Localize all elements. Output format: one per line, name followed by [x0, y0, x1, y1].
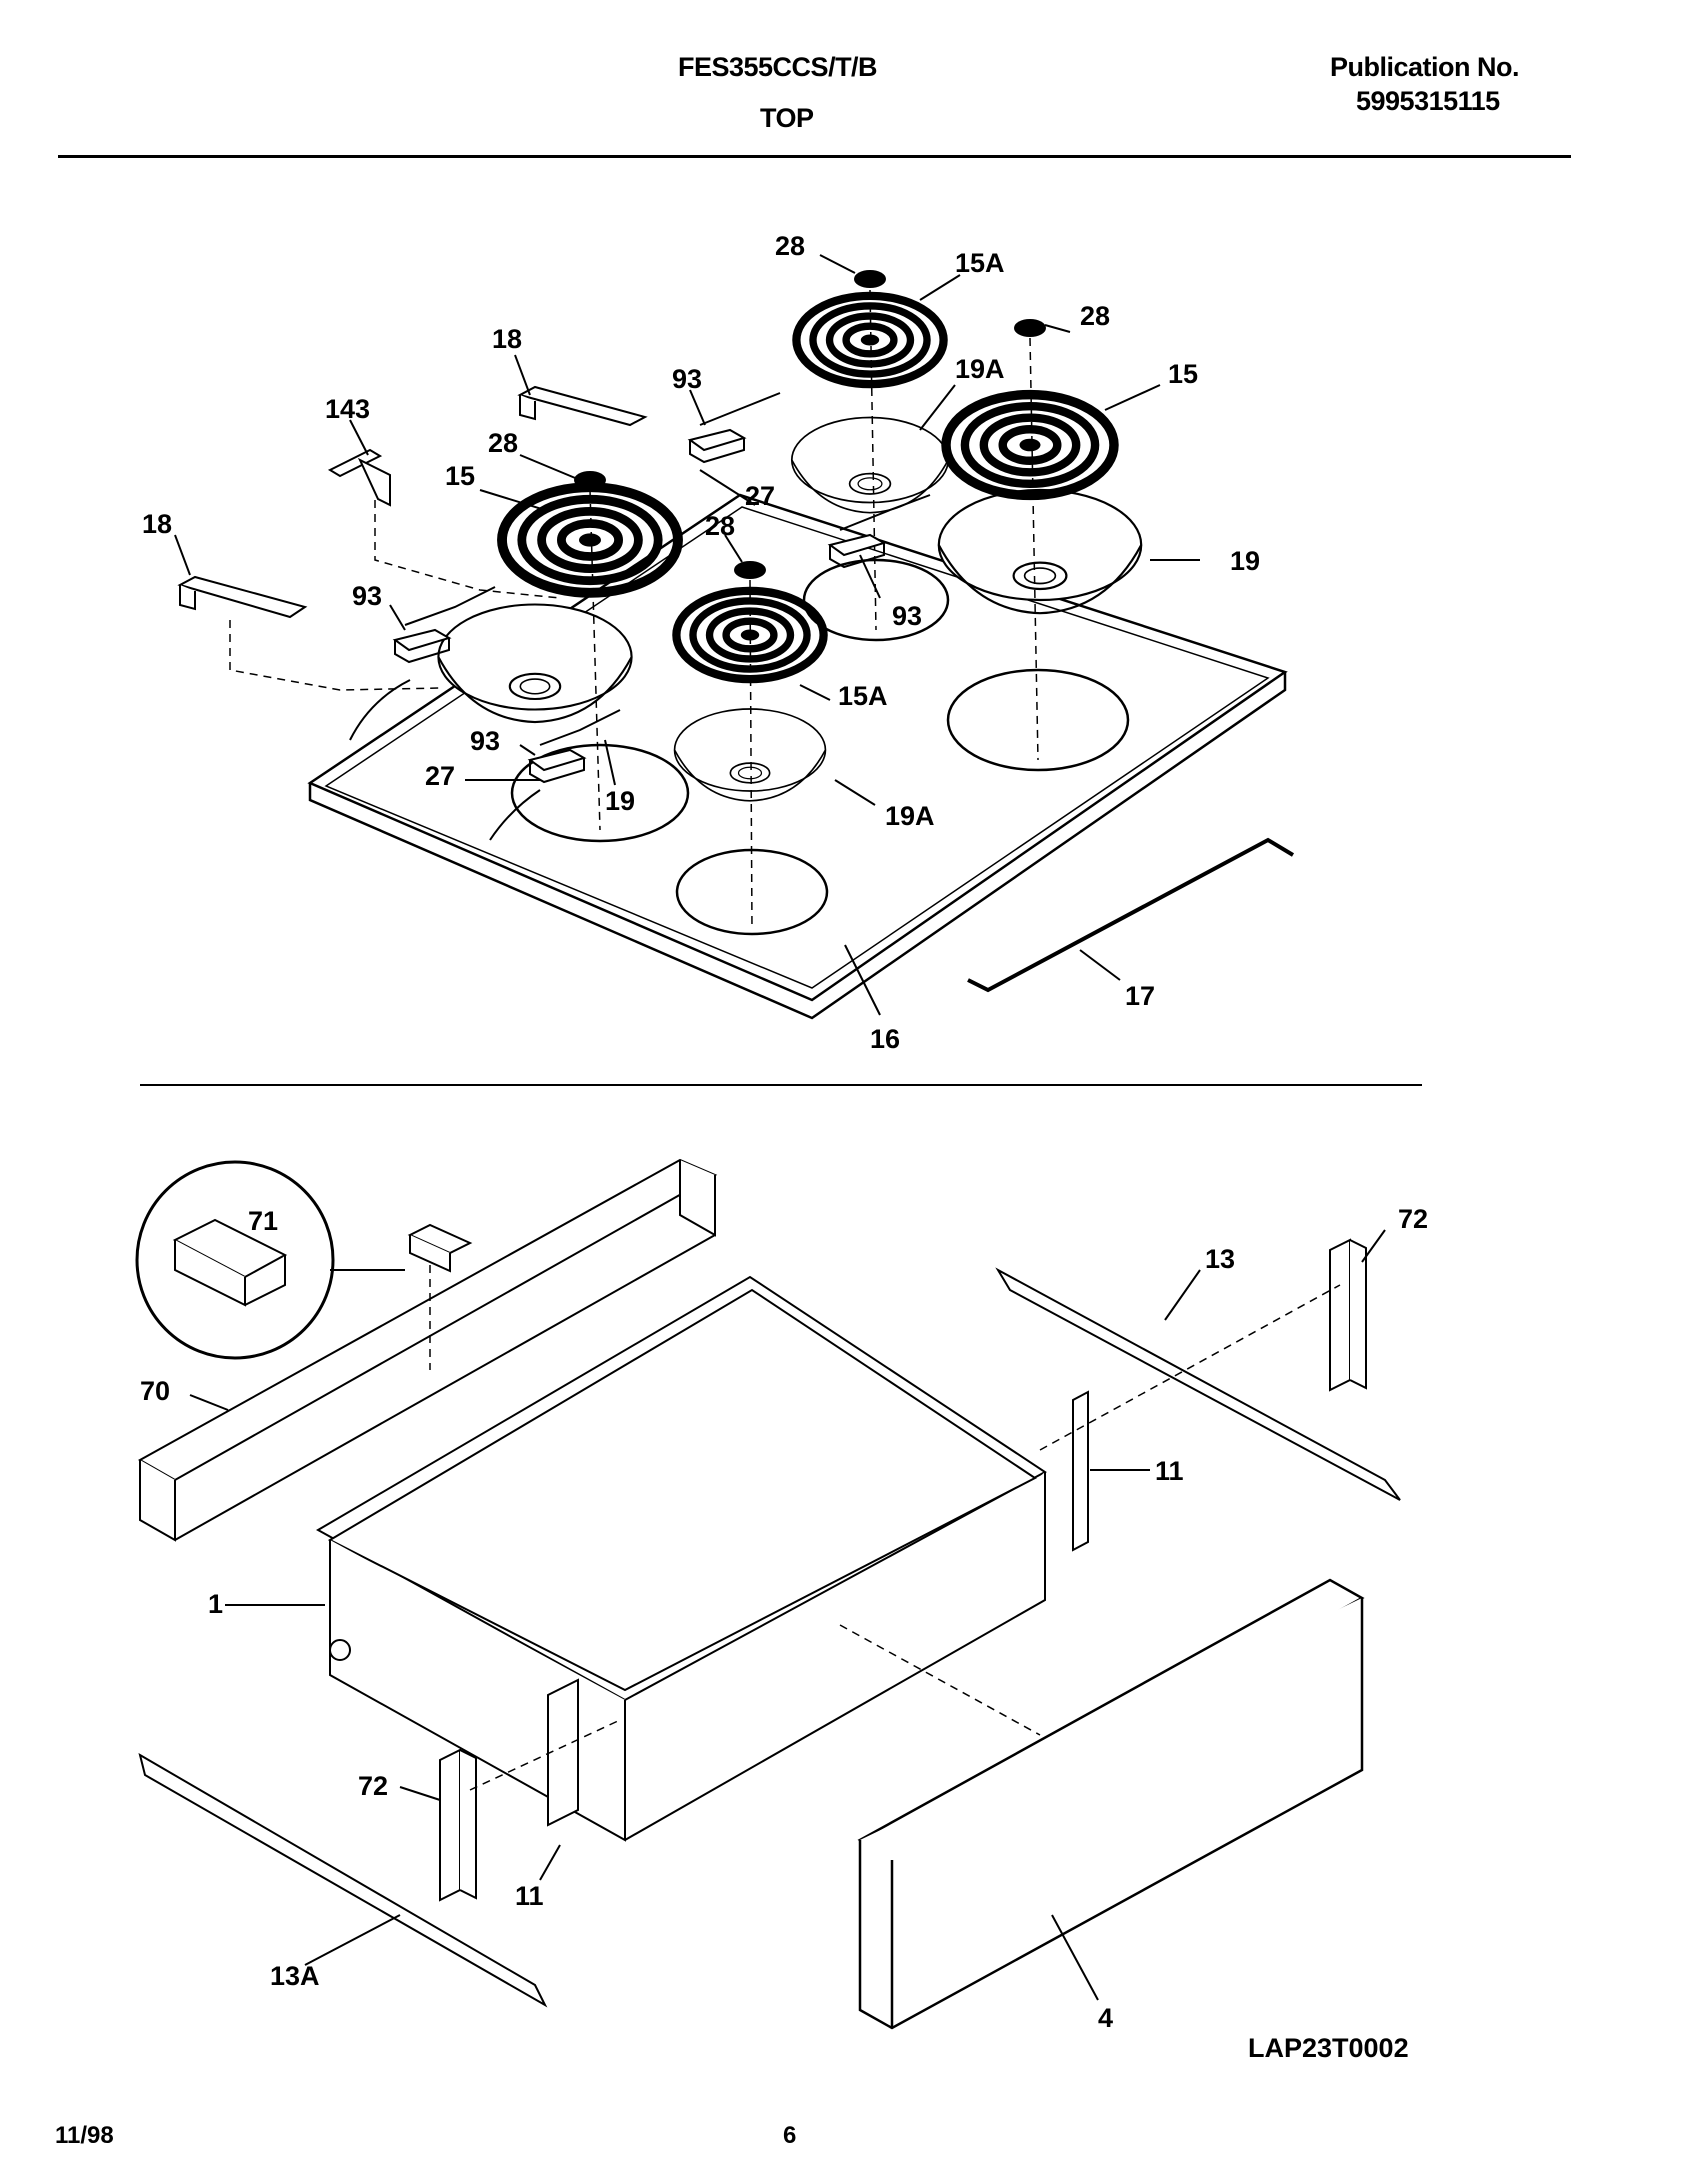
rail-13a [138, 1752, 548, 2008]
callout-11: 11 [515, 1881, 544, 1911]
callout-4: 4 [1098, 2003, 1113, 2033]
slide-bracket-11 [547, 1390, 1089, 1827]
trim-cap-icon [854, 270, 886, 288]
publication-number: 5995315115 [1356, 86, 1500, 116]
callout-19a: 19A [885, 801, 935, 831]
callout-1: 1 [208, 1589, 223, 1619]
surface-unit-15-right [946, 395, 1114, 496]
receptacle-block-icon [689, 429, 745, 463]
trim-cap-icon [734, 561, 766, 579]
callout-11: 11 [1155, 1456, 1184, 1486]
drawer-front-4 [857, 1578, 1365, 2030]
callout-13: 13 [1205, 1244, 1235, 1274]
callout-13a: 13A [270, 1961, 320, 1991]
callout-143: 143 [325, 394, 370, 424]
callout-93: 93 [672, 364, 702, 394]
callout-19: 19 [605, 786, 635, 816]
callout-16: 16 [870, 1024, 900, 1054]
rod-17 [967, 837, 1295, 993]
callout-71: 71 [248, 1206, 278, 1236]
page-number: 6 [783, 2122, 797, 2149]
drawer-body-1 [315, 1275, 1047, 1842]
drawer-rail-70 [137, 1158, 718, 1542]
callout-28: 28 [488, 428, 518, 458]
model-number: FES355CCS/T/B [678, 52, 878, 82]
publication-label: Publication No. [1330, 52, 1520, 82]
drip-pan-19a-top [790, 416, 950, 514]
diagram-code: LAP23T0002 [1248, 2033, 1409, 2063]
callout-18: 18 [142, 509, 172, 539]
bracket-143 [327, 448, 391, 507]
callout-19: 19 [1230, 546, 1260, 576]
callout-15: 15 [1168, 359, 1198, 389]
callout-15a: 15A [838, 681, 888, 711]
rail-13 [995, 1267, 1401, 1501]
callout-93: 93 [352, 581, 382, 611]
callout-28: 28 [705, 511, 735, 541]
callout-28: 28 [1080, 301, 1110, 331]
callout-27: 27 [745, 481, 775, 511]
header-rule [58, 155, 1571, 158]
trim-cap-icon [1014, 319, 1046, 337]
callout-18: 18 [492, 324, 522, 354]
callout-72: 72 [358, 1771, 388, 1801]
footer-date: 11/98 [55, 2122, 114, 2149]
bracket-18-left [177, 575, 308, 619]
callout-19a: 19A [955, 354, 1005, 384]
bracket-18-top [517, 385, 648, 427]
section-title: TOP [760, 103, 814, 133]
callout-93: 93 [470, 726, 500, 756]
callout-17: 17 [1125, 981, 1155, 1011]
callout-70: 70 [140, 1376, 170, 1406]
callout-28: 28 [775, 231, 805, 261]
roller-bracket-72 [439, 1238, 1367, 1902]
part-71-small-icon [407, 1223, 473, 1273]
callout-72: 72 [1398, 1204, 1428, 1234]
callout-27: 27 [425, 761, 455, 791]
drawer-roller-icon [329, 1639, 351, 1661]
surface-unit-15-left [502, 487, 678, 593]
callout-93: 93 [892, 601, 922, 631]
section-divider [140, 1084, 1422, 1086]
trim-cap-icon [574, 471, 606, 489]
callout-15a: 15A [955, 248, 1005, 278]
part-71-icon [172, 1218, 288, 1307]
callout-15: 15 [445, 461, 475, 491]
